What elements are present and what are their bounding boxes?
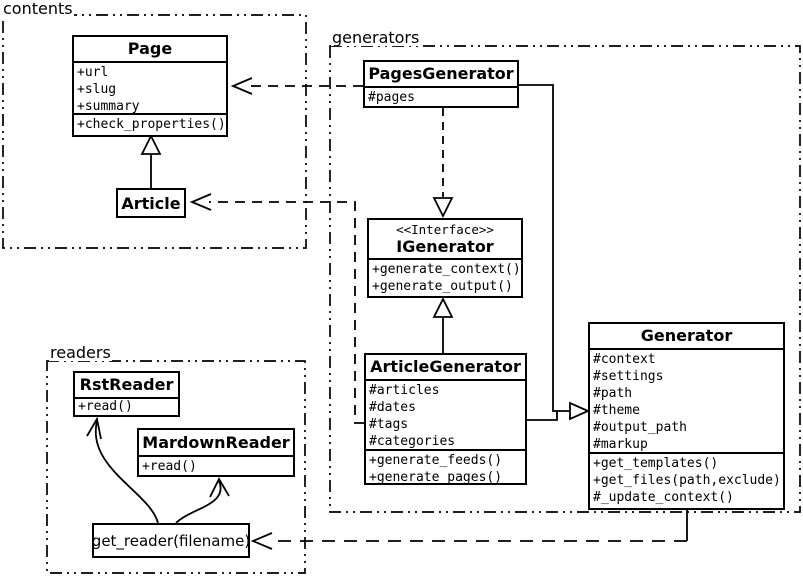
class-mardownreader-methods: +read() bbox=[139, 455, 293, 475]
readers-package-border bbox=[46, 360, 306, 574]
class-pagesgenerator: PagesGenerator #pages bbox=[363, 60, 519, 108]
class-rstreader-methods: +read() bbox=[75, 397, 178, 415]
class-igenerator: <<Interface>> IGenerator +generate_conte… bbox=[367, 218, 523, 298]
class-rstreader: RstReader +read() bbox=[73, 371, 180, 417]
class-generator-attributes: #context #settings #path #theme #output_… bbox=[590, 348, 783, 452]
generator-to-getreader-dependency-arrow bbox=[250, 510, 688, 550]
class-articlegenerator-methods: +generate_feeds() +generate_pages() bbox=[366, 449, 525, 483]
class-articlegenerator-attributes: #articles #dates #tags #categories bbox=[366, 379, 525, 449]
class-mardownreader-title: MardownReader bbox=[142, 433, 290, 452]
class-generator-methods: +get_templates() +get_files(path,exclude… bbox=[590, 452, 783, 508]
class-igenerator-title: <<Interface>> IGenerator bbox=[369, 220, 521, 258]
class-rstreader-title: RstReader bbox=[79, 375, 174, 394]
class-page-methods: +check_properties() bbox=[74, 113, 226, 135]
getreader-to-rstreader-arrow bbox=[86, 416, 159, 524]
class-pagesgenerator-title: PagesGenerator bbox=[368, 64, 514, 83]
class-igenerator-name: IGenerator bbox=[396, 237, 494, 256]
class-article: Article bbox=[116, 188, 186, 218]
class-pagesgenerator-attributes: #pages bbox=[365, 86, 517, 106]
class-articlegenerator: ArticleGenerator #articles #dates #tags … bbox=[364, 353, 527, 485]
class-generator-title: Generator bbox=[640, 326, 733, 345]
contents-package-border bbox=[2, 14, 307, 249]
class-mardownreader: MardownReader +read() bbox=[137, 428, 295, 477]
class-generator: Generator #context #settings #path #them… bbox=[588, 322, 785, 510]
pagesgenerator-to-igenerator-realization-arrow bbox=[432, 108, 454, 219]
pagesgenerator-to-page-dependency-arrow bbox=[230, 77, 363, 95]
articlegenerator-to-article-dependency-arrow bbox=[189, 193, 364, 424]
package-label-readers: readers bbox=[49, 343, 112, 362]
package-label-generators: generators bbox=[331, 28, 421, 47]
class-page-attributes: +url +slug +summary bbox=[74, 61, 226, 113]
generators-package-border bbox=[329, 45, 801, 513]
function-get-reader: get_reader(filename) bbox=[92, 523, 250, 558]
articlegenerator-to-igenerator-generalization-arrow bbox=[432, 296, 454, 353]
package-label-contents: contents bbox=[2, 0, 74, 18]
interface-stereotype: <<Interface>> bbox=[396, 222, 494, 237]
class-page: Page +url +slug +summary +check_properti… bbox=[72, 35, 228, 137]
getreader-to-mardownreader-arrow bbox=[175, 477, 230, 524]
class-articlegenerator-title: ArticleGenerator bbox=[370, 357, 521, 376]
class-igenerator-methods: +generate_context() +generate_output() bbox=[369, 258, 521, 296]
generators-extend-generator-arrow bbox=[518, 84, 591, 421]
class-page-title: Page bbox=[127, 39, 173, 58]
